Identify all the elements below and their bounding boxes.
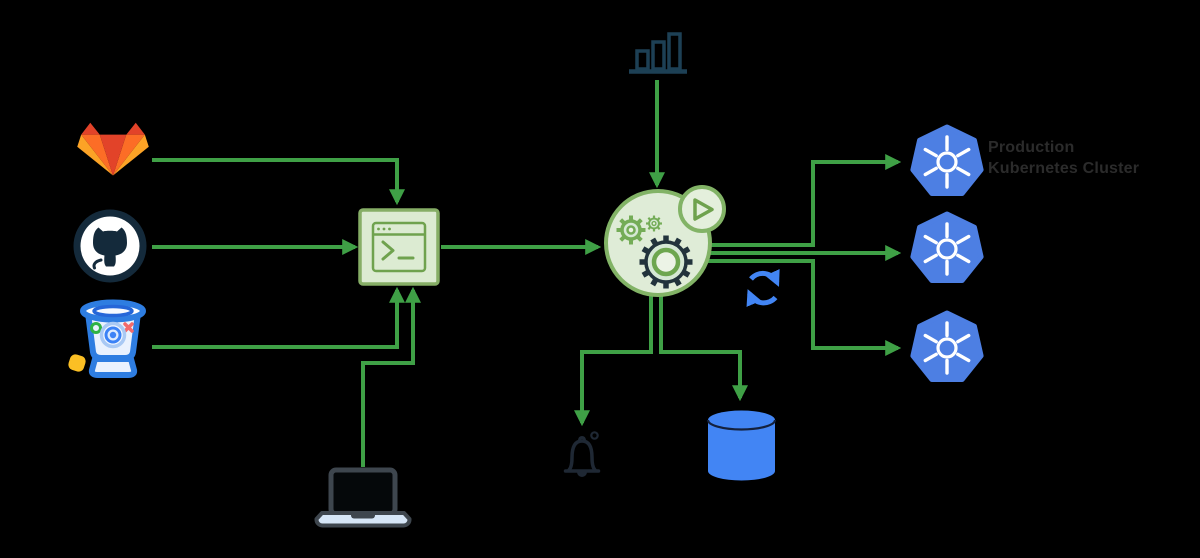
gitlab-icon: [77, 122, 149, 176]
edge-pipeline-k8s-1: [708, 154, 902, 247]
edge-pipeline-database: [659, 295, 748, 402]
large-gear-icon: [639, 235, 693, 289]
refresh-icon: [746, 268, 780, 307]
connector-arrows: [152, 80, 902, 467]
edge-gitlab-terminal: [152, 158, 405, 206]
database-icon: [706, 410, 777, 481]
production-cluster-label: Production Kubernetes Cluster: [988, 137, 1139, 179]
kubernetes-icon: [913, 214, 981, 281]
bitbucket-icon: [68, 299, 146, 378]
edge-pipeline-k8s-3: [708, 259, 902, 356]
tiny-gear-icon: [644, 214, 664, 233]
gears-play-icon: [604, 185, 726, 297]
small-gear-icon: [614, 213, 648, 247]
edge-bitbucket-terminal: [152, 286, 405, 349]
edge-laptop-terminal: [361, 286, 421, 467]
terminal-icon: [358, 208, 440, 286]
laptop-icon: [314, 467, 412, 528]
bar-chart-icon: [629, 32, 687, 74]
edge-pipeline-bell: [574, 295, 653, 427]
bitbucket-x-mark: [123, 322, 134, 333]
kubernetes-icon: [913, 127, 981, 194]
kubernetes-icon: [913, 313, 981, 380]
github-icon: [73, 209, 147, 283]
bell-icon: [563, 431, 601, 477]
cluster-label-line1: Production: [988, 139, 1075, 156]
cluster-label-line2: Kubernetes Cluster: [988, 160, 1140, 177]
play-icon: [693, 198, 714, 221]
